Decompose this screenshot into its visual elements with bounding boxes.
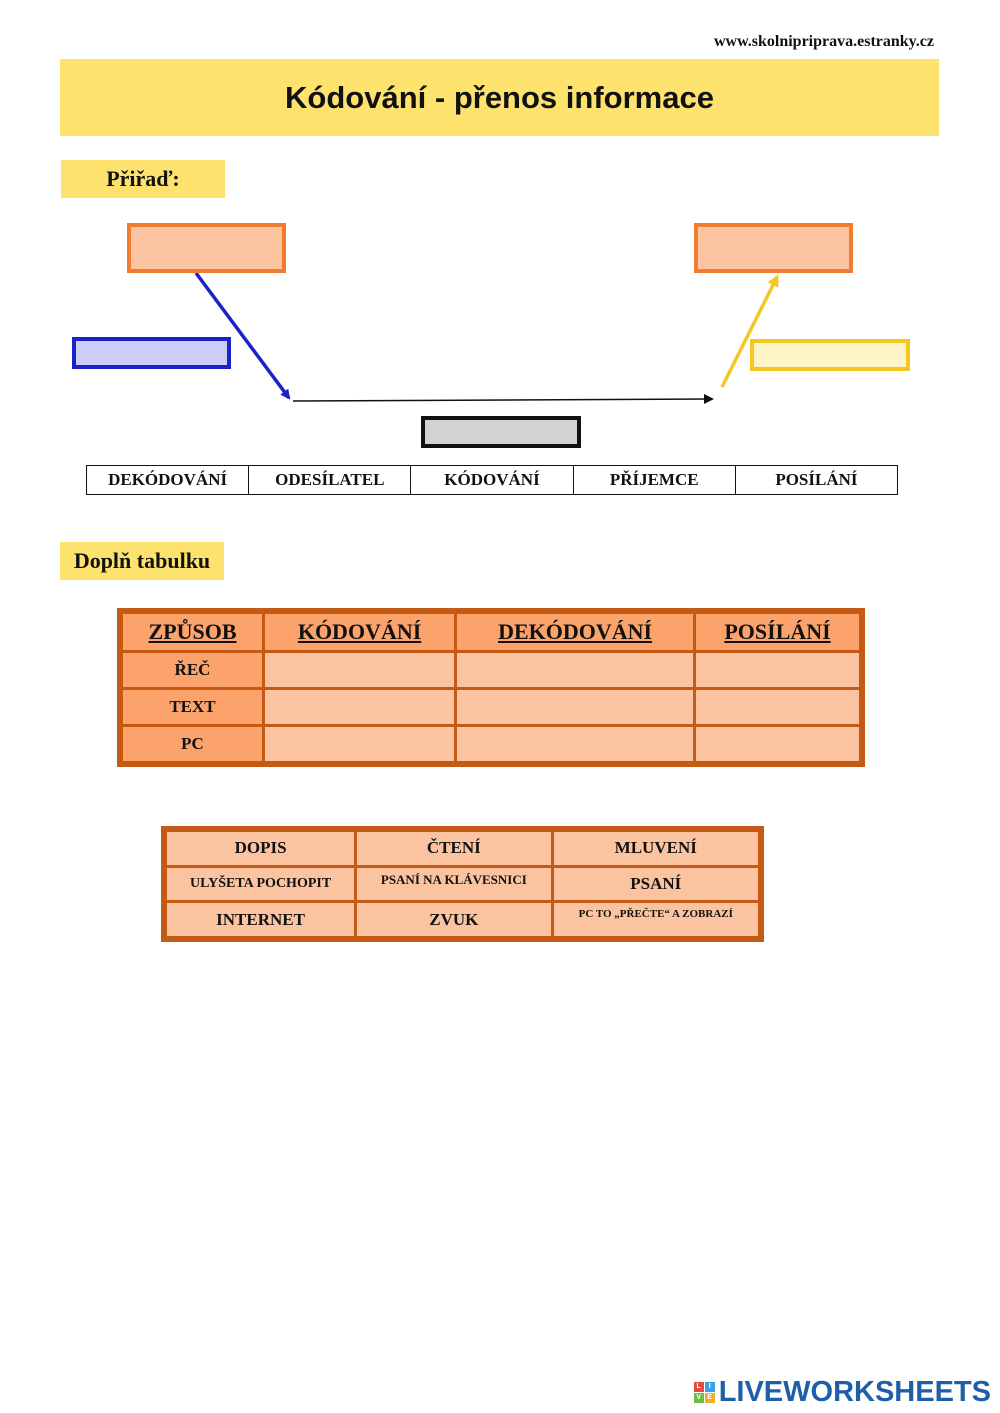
logo-letter: V bbox=[693, 1392, 704, 1403]
table-header: DEKÓDOVÁNÍ bbox=[457, 614, 694, 650]
answer-cell[interactable] bbox=[457, 727, 694, 761]
answer-cell[interactable] bbox=[265, 690, 455, 724]
word-bank-item[interactable]: PC TO „PŘEČTE“ A ZOBRAZÍ bbox=[553, 903, 758, 936]
table-row: DOPIS ČTENÍ MLUVENÍ bbox=[167, 832, 758, 865]
receiver-arrow bbox=[720, 274, 779, 388]
answer-cell[interactable] bbox=[457, 653, 694, 687]
word-bank-item[interactable]: ZVUK bbox=[357, 903, 551, 936]
row-label: PC bbox=[123, 727, 262, 761]
liveworksheets-icon: L I V E bbox=[693, 1381, 716, 1404]
assign-section-label: Přiřaď: bbox=[61, 160, 225, 198]
word-bank-item[interactable]: ČTENÍ bbox=[357, 832, 551, 865]
sender-arrow bbox=[194, 271, 291, 400]
page-title: Kódování - přenos informace bbox=[285, 79, 714, 115]
word-bank-item[interactable]: ULYŠETA POCHOPIT bbox=[167, 867, 355, 901]
table-header-row: ZPŮSOB KÓDOVÁNÍ DEKÓDOVÁNÍ POSÍLÁNÍ bbox=[123, 614, 859, 650]
row-label: TEXT bbox=[123, 690, 262, 724]
answer-cell[interactable] bbox=[265, 727, 455, 761]
answer-cell[interactable] bbox=[265, 653, 455, 687]
logo-letter: I bbox=[704, 1381, 715, 1392]
fill-section-label: Doplň tabulku bbox=[60, 542, 224, 580]
table-row: ŘEČ bbox=[123, 653, 859, 687]
table-header: POSÍLÁNÍ bbox=[696, 614, 859, 650]
title-banner: Kódování - přenos informace bbox=[60, 59, 939, 136]
answer-box-encoding[interactable] bbox=[72, 337, 231, 369]
site-url: www.skolnipriprava.estranky.cz bbox=[713, 33, 934, 50]
word-bank-item[interactable]: PSANÍ bbox=[553, 867, 758, 901]
word-bank-item[interactable]: PŘÍJEMCE bbox=[574, 466, 736, 494]
word-bank-assign: DEKÓDOVÁNÍ ODESÍLATEL KÓDOVÁNÍ PŘÍJEMCE … bbox=[86, 465, 898, 495]
table-header: KÓDOVÁNÍ bbox=[265, 614, 455, 650]
answer-cell[interactable] bbox=[696, 690, 859, 724]
word-bank-item[interactable]: KÓDOVÁNÍ bbox=[411, 466, 574, 494]
table-header: ZPŮSOB bbox=[123, 614, 262, 650]
transmission-arrow bbox=[292, 394, 714, 405]
answer-box-sending[interactable] bbox=[421, 416, 581, 448]
flow-diagram bbox=[194, 271, 779, 405]
word-bank-item[interactable]: INTERNET bbox=[167, 903, 355, 936]
word-bank-item[interactable]: PSANÍ NA KLÁVESNICI bbox=[357, 867, 551, 901]
answer-cell[interactable] bbox=[696, 653, 859, 687]
fill-table: ZPŮSOB KÓDOVÁNÍ DEKÓDOVÁNÍ POSÍLÁNÍ ŘEČ … bbox=[117, 608, 865, 767]
word-bank-item[interactable]: ODESÍLATEL bbox=[249, 466, 412, 494]
word-bank-item[interactable]: POSÍLÁNÍ bbox=[775, 470, 858, 489]
word-bank-item[interactable]: MLUVENÍ bbox=[553, 832, 758, 865]
answer-box-decoding[interactable] bbox=[750, 339, 910, 371]
word-bank-fill: DOPIS ČTENÍ MLUVENÍ ULYŠETA POCHOPIT PSA… bbox=[161, 826, 764, 942]
word-bank-item[interactable]: DOPIS bbox=[167, 832, 355, 865]
brand-logo: L I V E LIVEWORKSHEETS bbox=[693, 1376, 991, 1409]
answer-cell[interactable] bbox=[457, 690, 694, 724]
answer-cell[interactable] bbox=[696, 727, 859, 761]
answer-box-receiver[interactable] bbox=[694, 223, 853, 273]
row-label: ŘEČ bbox=[123, 653, 262, 687]
table-row: ULYŠETA POCHOPIT PSANÍ NA KLÁVESNICI PSA… bbox=[167, 867, 758, 901]
word-bank-item[interactable]: DEKÓDOVÁNÍ bbox=[87, 466, 250, 494]
brand-text: LIVEWORKSHEETS bbox=[718, 1376, 991, 1408]
answer-box-sender[interactable] bbox=[127, 223, 286, 273]
logo-letter: L bbox=[693, 1381, 704, 1392]
table-row: TEXT bbox=[123, 690, 859, 724]
table-row: PC bbox=[123, 727, 859, 761]
table-row: INTERNET ZVUK PC TO „PŘEČTE“ A ZOBRAZÍ bbox=[167, 903, 758, 936]
logo-letter: E bbox=[704, 1392, 715, 1403]
